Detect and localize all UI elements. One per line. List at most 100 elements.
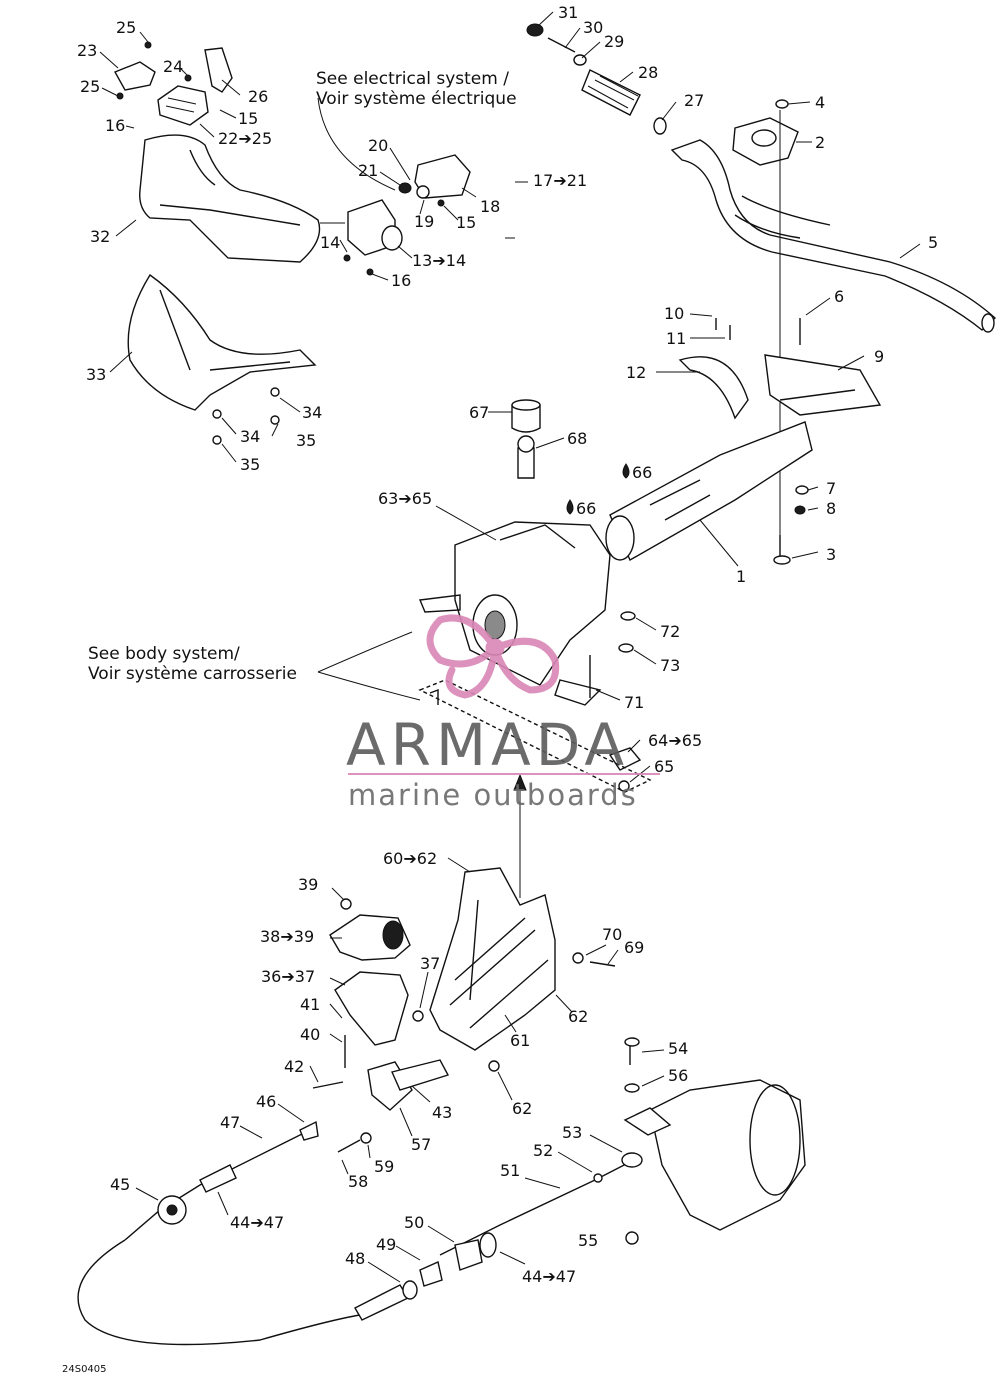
callout-label: 31 xyxy=(558,3,578,22)
callout-label: 37 xyxy=(420,954,440,973)
drawing-code: 24S0405 xyxy=(62,1364,107,1375)
callout-label: 60➔62 xyxy=(383,849,437,868)
watermark-tagline: marine outboards xyxy=(348,778,638,812)
callout-label: 40 xyxy=(300,1025,320,1044)
callout-label: 46 xyxy=(256,1092,276,1111)
callout-label: 54 xyxy=(668,1039,688,1058)
callout-label: 3 xyxy=(826,545,836,564)
callout-label: 32 xyxy=(90,227,110,246)
callout-label: 17➔21 xyxy=(533,171,587,190)
switch-housing-assembly xyxy=(343,154,471,276)
leader-lines xyxy=(99,11,921,1283)
callout-label: 15 xyxy=(238,109,258,128)
callout-label: 55 xyxy=(578,1231,598,1250)
callout-label: 35 xyxy=(296,431,316,450)
callout-label: 33 xyxy=(86,365,106,384)
callout-label: 66 xyxy=(576,499,596,518)
callout-label: 63➔65 xyxy=(378,489,432,508)
callout-label: 23 xyxy=(77,41,97,60)
oil-drop-icon xyxy=(566,499,574,515)
callout-label: 65 xyxy=(654,757,674,776)
callout-label: 27 xyxy=(684,91,704,110)
assembly-arrow xyxy=(513,773,527,898)
callout-label: 9 xyxy=(874,347,884,366)
callout-label: 51 xyxy=(500,1161,520,1180)
callout-label: 20 xyxy=(368,136,388,155)
callout-label: 70 xyxy=(602,925,622,944)
callout-label: 2 xyxy=(815,133,825,152)
oil-drop-icon xyxy=(622,463,630,479)
note-body-en: See body system/ xyxy=(88,644,240,664)
callout-label: 8 xyxy=(826,499,836,518)
callout-label: 18 xyxy=(480,197,500,216)
callout-label: 34 xyxy=(240,427,260,446)
steering-stem-assembly xyxy=(418,318,882,793)
callout-label: 45 xyxy=(110,1175,130,1194)
callout-label: 41 xyxy=(300,995,320,1014)
callout-label: 15 xyxy=(456,213,476,232)
callout-label: 28 xyxy=(638,63,658,82)
callout-label: 61 xyxy=(510,1031,530,1050)
callout-label: 47 xyxy=(220,1113,240,1132)
callout-label: 29 xyxy=(604,32,624,51)
callout-label: 7 xyxy=(826,479,836,498)
callout-label: 73 xyxy=(660,656,680,675)
callout-label: 21 xyxy=(358,161,378,180)
callout-label: 50 xyxy=(404,1213,424,1232)
callout-label: 16 xyxy=(391,271,411,290)
callout-label: 67 xyxy=(469,403,489,422)
callout-label: 69 xyxy=(624,938,644,957)
callout-label: 43 xyxy=(432,1103,452,1122)
callout-label: 13➔14 xyxy=(412,251,466,270)
note-electrical-fr: Voir système électrique xyxy=(316,89,517,109)
callout-label: 36➔37 xyxy=(261,967,315,986)
callout-label: 25 xyxy=(80,77,100,96)
callout-label: 11 xyxy=(666,329,686,348)
callout-label: 72 xyxy=(660,622,680,641)
propeller-logo-icon xyxy=(426,614,560,699)
callout-label: 42 xyxy=(284,1057,304,1076)
callout-label: 5 xyxy=(928,233,938,252)
watermark-brand: ARMADA xyxy=(346,711,629,779)
cross-reference-notes: See electrical system / Voir système éle… xyxy=(88,69,517,684)
callout-label: 56 xyxy=(668,1066,688,1085)
steering-bracket-assembly xyxy=(312,867,640,1245)
callout-label: 35 xyxy=(240,455,260,474)
callout-label: 49 xyxy=(376,1235,396,1254)
callout-label: 52 xyxy=(533,1141,553,1160)
callout-label: 59 xyxy=(374,1157,394,1176)
callout-label: 19 xyxy=(414,212,434,231)
callout-label: 39 xyxy=(298,875,318,894)
callout-label: 44➔47 xyxy=(522,1267,576,1286)
callout-label: 66 xyxy=(632,463,652,482)
steering-cables xyxy=(77,1120,643,1346)
callout-label: 24 xyxy=(163,57,183,76)
armada-watermark: ARMADA marine outboards xyxy=(346,614,660,812)
handlebar-assembly xyxy=(526,23,997,545)
callout-label: 10 xyxy=(664,304,684,323)
callout-label: 22➔25 xyxy=(218,129,272,148)
callout-label: 53 xyxy=(562,1123,582,1142)
callout-label: 71 xyxy=(624,693,644,712)
callout-label: 14 xyxy=(320,233,340,252)
callout-label: 58 xyxy=(348,1172,368,1191)
upper-cover-assembly xyxy=(114,41,321,445)
callout-label: 30 xyxy=(583,18,603,37)
callout-label: 64➔65 xyxy=(648,731,702,750)
callout-label: 62 xyxy=(512,1099,532,1118)
callout-label: 26 xyxy=(248,87,268,106)
callout-label: 44➔47 xyxy=(230,1213,284,1232)
note-electrical-en: See electrical system / xyxy=(316,69,509,89)
callout-label: 1 xyxy=(736,567,746,586)
callout-label: 34 xyxy=(302,403,322,422)
callout-labels: 31 30 29 28 27 25 23 24 26 25 16 15 22➔2… xyxy=(77,3,938,1286)
callout-label: 38➔39 xyxy=(260,927,314,946)
callout-label: 4 xyxy=(815,93,825,112)
callout-label: 68 xyxy=(567,429,587,448)
note-body-fr: Voir système carrosserie xyxy=(88,664,297,684)
jet-nozzle xyxy=(623,1079,806,1231)
callout-label: 16 xyxy=(105,116,125,135)
callout-label: 6 xyxy=(834,287,844,306)
